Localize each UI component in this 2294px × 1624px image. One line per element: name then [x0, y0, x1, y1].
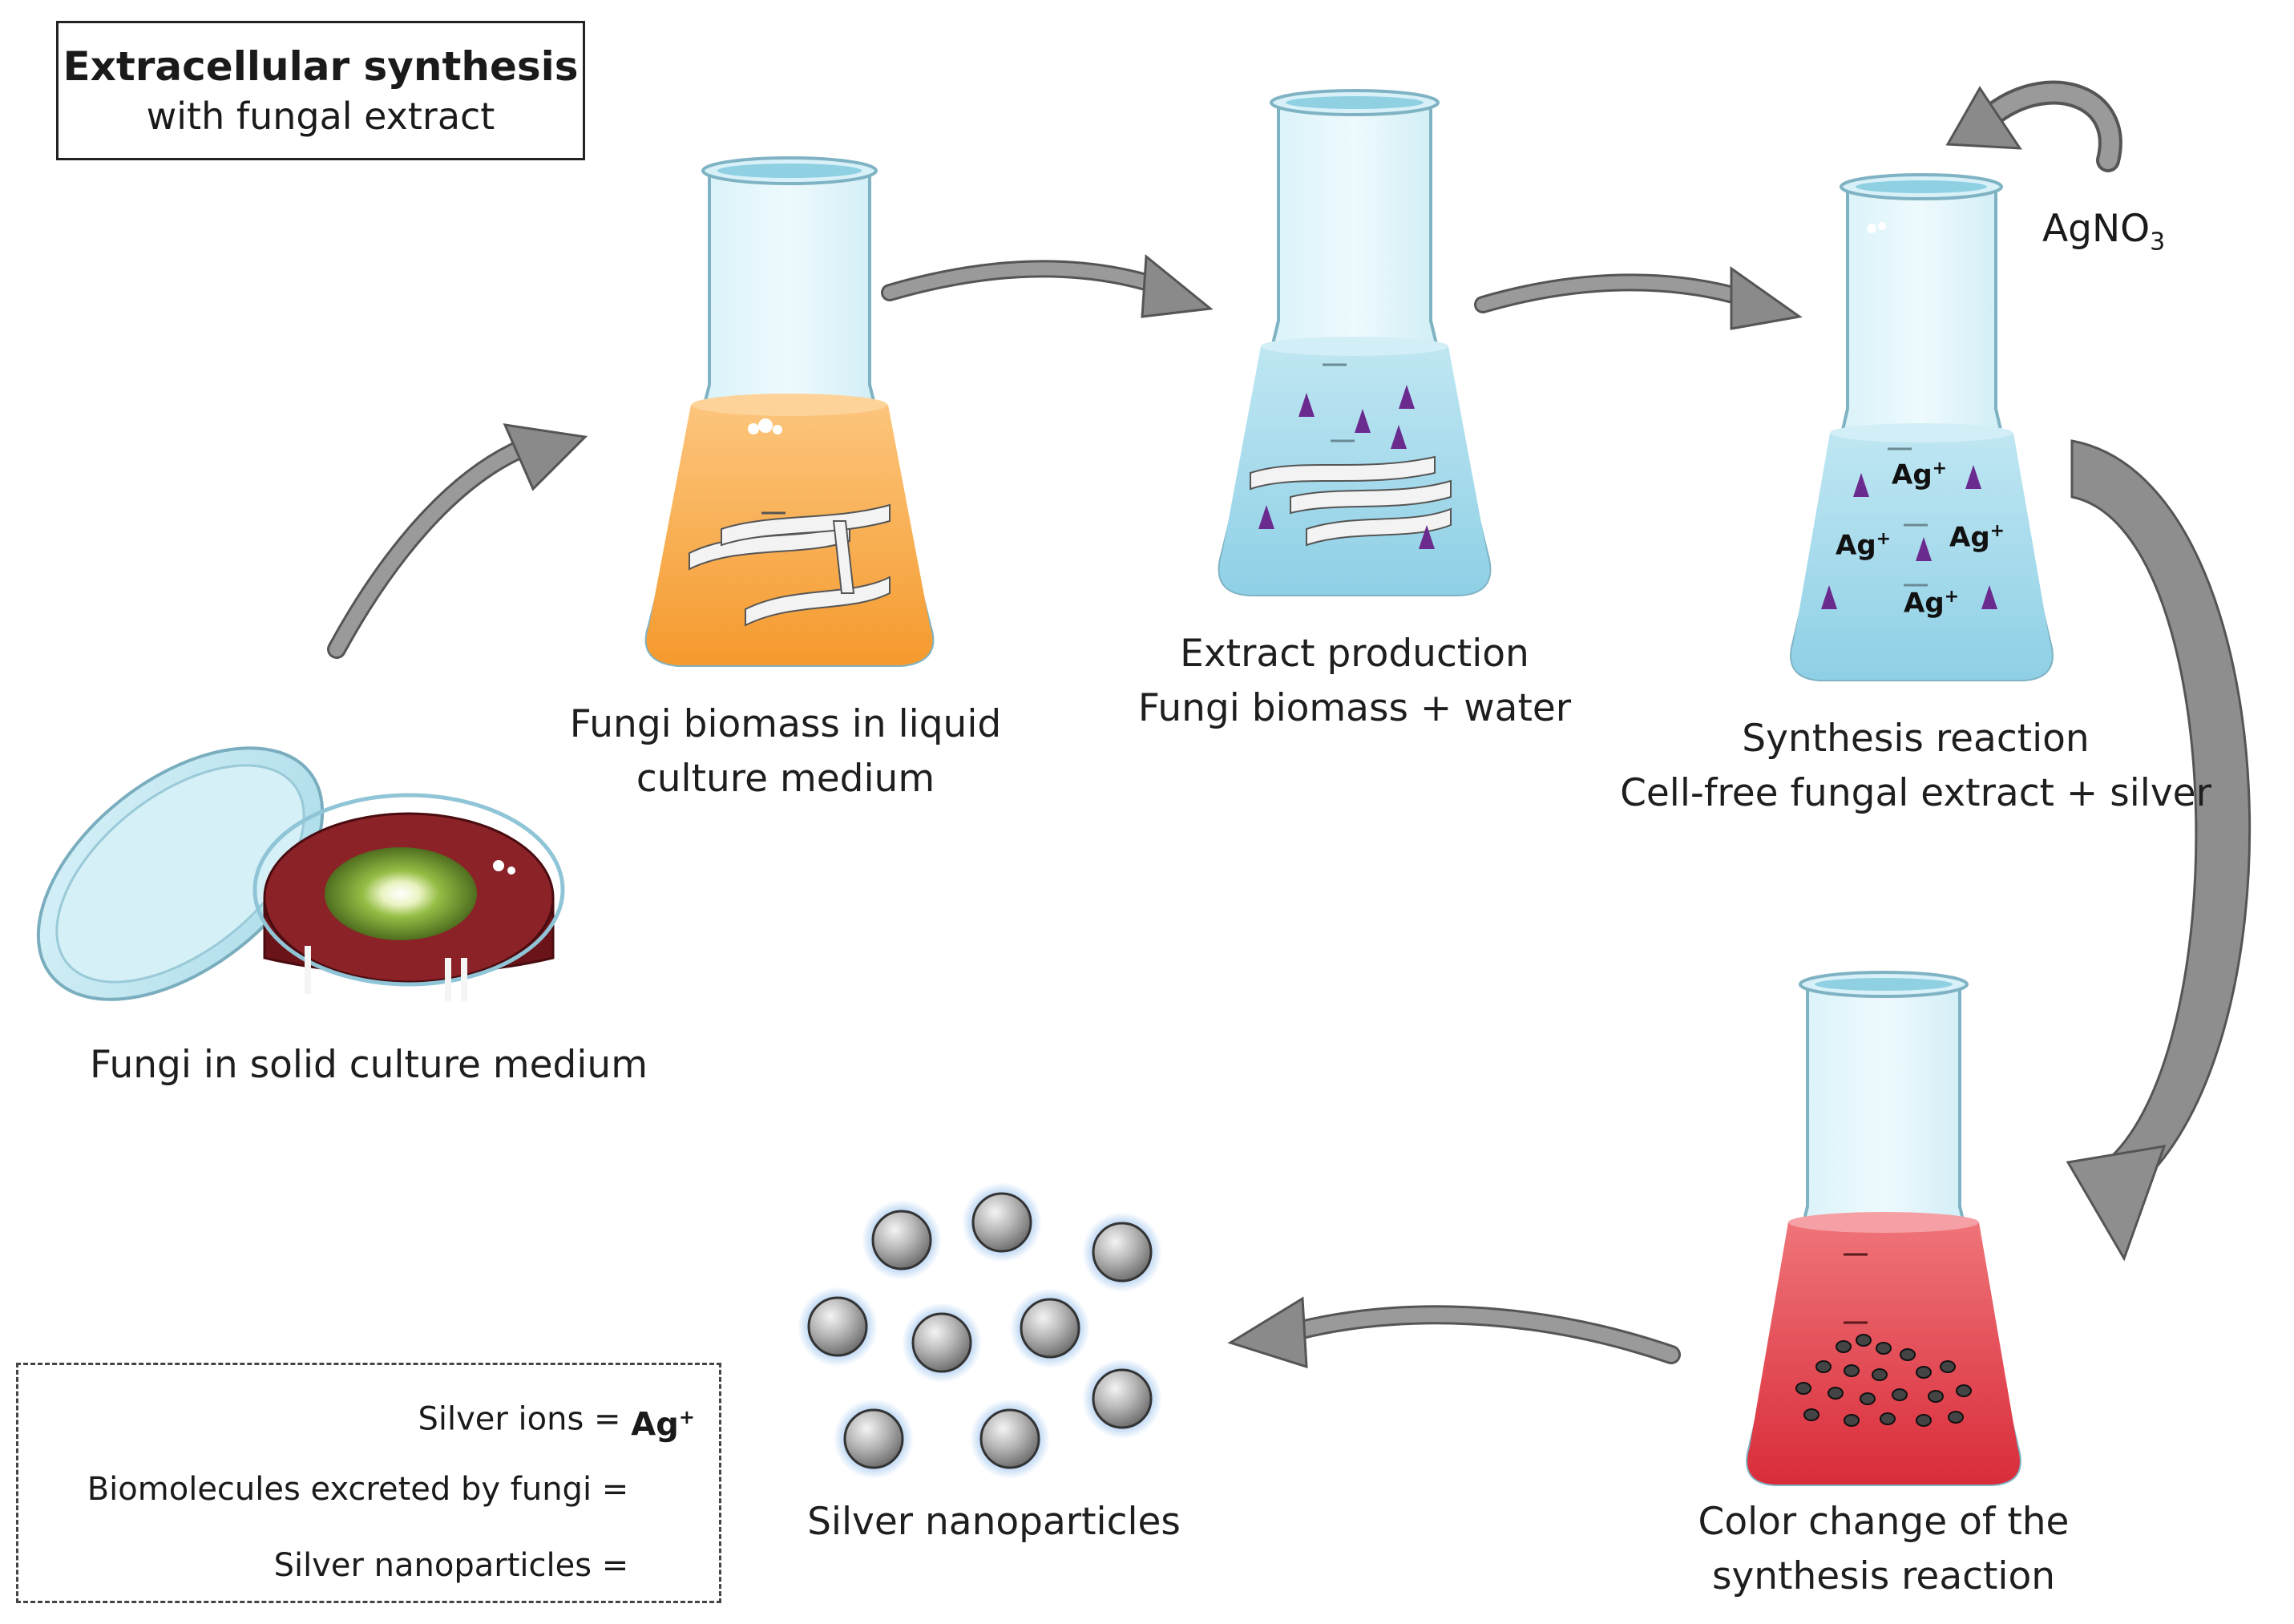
flask-color-change	[1746, 971, 2021, 1486]
nanoparticle	[1010, 1288, 1090, 1368]
label-petri: Fungi in solid culture medium	[89, 1043, 648, 1087]
silver-nanoparticles	[798, 1182, 1162, 1479]
agno3-label: AgNO3	[2042, 207, 2166, 257]
flask-synthesis	[1790, 173, 2054, 681]
flask-biomass	[644, 156, 935, 667]
label-nanoparticles: Silver nanoparticles	[807, 1500, 1181, 1544]
nanoparticle-cluster	[1795, 1334, 1972, 1427]
nanoparticle	[1082, 1359, 1162, 1439]
arrow-synthesis-to-color	[2066, 439, 2252, 1262]
arrow-petri-to-biomass	[327, 423, 588, 659]
nanoparticle	[1082, 1212, 1162, 1292]
silver-ion: Ag+	[1949, 521, 2005, 554]
nanoparticle	[862, 1200, 942, 1280]
nanoparticle	[962, 1182, 1042, 1262]
silver-ion: Ag+	[1904, 587, 1960, 620]
nanoparticle	[834, 1399, 914, 1479]
label-color-change: Color change of the synthesis reaction	[1698, 1500, 2070, 1598]
nanoparticle	[902, 1303, 982, 1383]
petri-dish	[36, 746, 565, 1002]
fungal-hyphae	[1250, 455, 1452, 547]
legend-silver-ion-symbol: Ag+	[631, 1406, 695, 1444]
diagram-subtitle: with fungal extract	[146, 95, 495, 138]
legend-row-silver-ions: Silver ions = Ag+	[418, 1397, 696, 1444]
arrow-agno3-addition	[1945, 80, 2122, 172]
arrow-biomass-to-extract	[881, 254, 1214, 318]
nanoparticle	[970, 1399, 1050, 1479]
fungus-colony	[325, 847, 477, 940]
nanoparticle	[798, 1287, 878, 1367]
legend: Silver ions = Ag+ Biomolecules excreted …	[16, 1363, 721, 1603]
diagram-title: Extracellular synthesis	[63, 43, 579, 90]
arrow-extract-to-synthesis	[1474, 266, 1803, 330]
silver-ion: Ag+	[1892, 459, 1948, 491]
silver-ion: Ag+	[1836, 529, 1892, 562]
fungal-hyphae	[689, 503, 891, 627]
legend-row-biomolecules: Biomolecules excreted by fungi =	[87, 1471, 629, 1508]
legend-row-nanoparticles: Silver nanoparticles =	[273, 1547, 629, 1584]
title-box: Extracellular synthesis with fungal extr…	[56, 21, 585, 160]
flask-extract	[1218, 89, 1492, 596]
arrow-color-to-nanoparticles	[1227, 1296, 1681, 1369]
label-synthesis: Synthesis reaction Cell-free fungal extr…	[1620, 717, 2211, 815]
label-biomass: Fungi biomass in liquid culture medium	[569, 702, 1002, 801]
label-extract: Extract production Fungi biomass + water	[1137, 632, 1572, 730]
